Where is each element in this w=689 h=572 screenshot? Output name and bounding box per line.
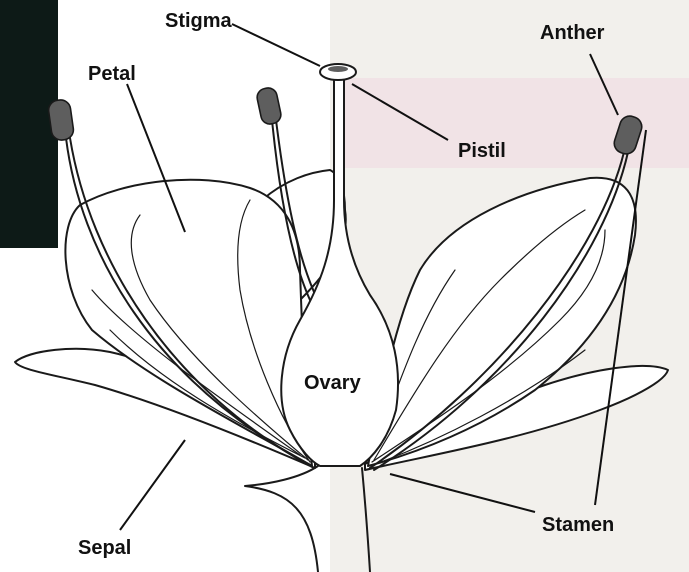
sepal-leader (120, 440, 185, 530)
left-stem-edge (245, 466, 318, 572)
left-petal (65, 180, 312, 466)
right-anther (612, 114, 645, 157)
petal-label: Petal (88, 64, 136, 84)
stigma-label: Stigma (165, 11, 232, 31)
anther-leader (590, 54, 618, 115)
right-stem-edge (362, 468, 370, 572)
ovary-label: Ovary (304, 373, 361, 393)
pistil-label: Pistil (458, 141, 506, 161)
sepal-label: Sepal (78, 538, 131, 558)
stamen-label: Stamen (542, 515, 614, 535)
stigma-leader (232, 24, 320, 66)
left-anther (47, 99, 74, 142)
anther-label: Anther (540, 23, 604, 43)
pistil-leader (352, 84, 448, 140)
stigma-top (328, 66, 348, 72)
mid-anther (255, 86, 282, 125)
stamen-leader-a (390, 474, 535, 512)
